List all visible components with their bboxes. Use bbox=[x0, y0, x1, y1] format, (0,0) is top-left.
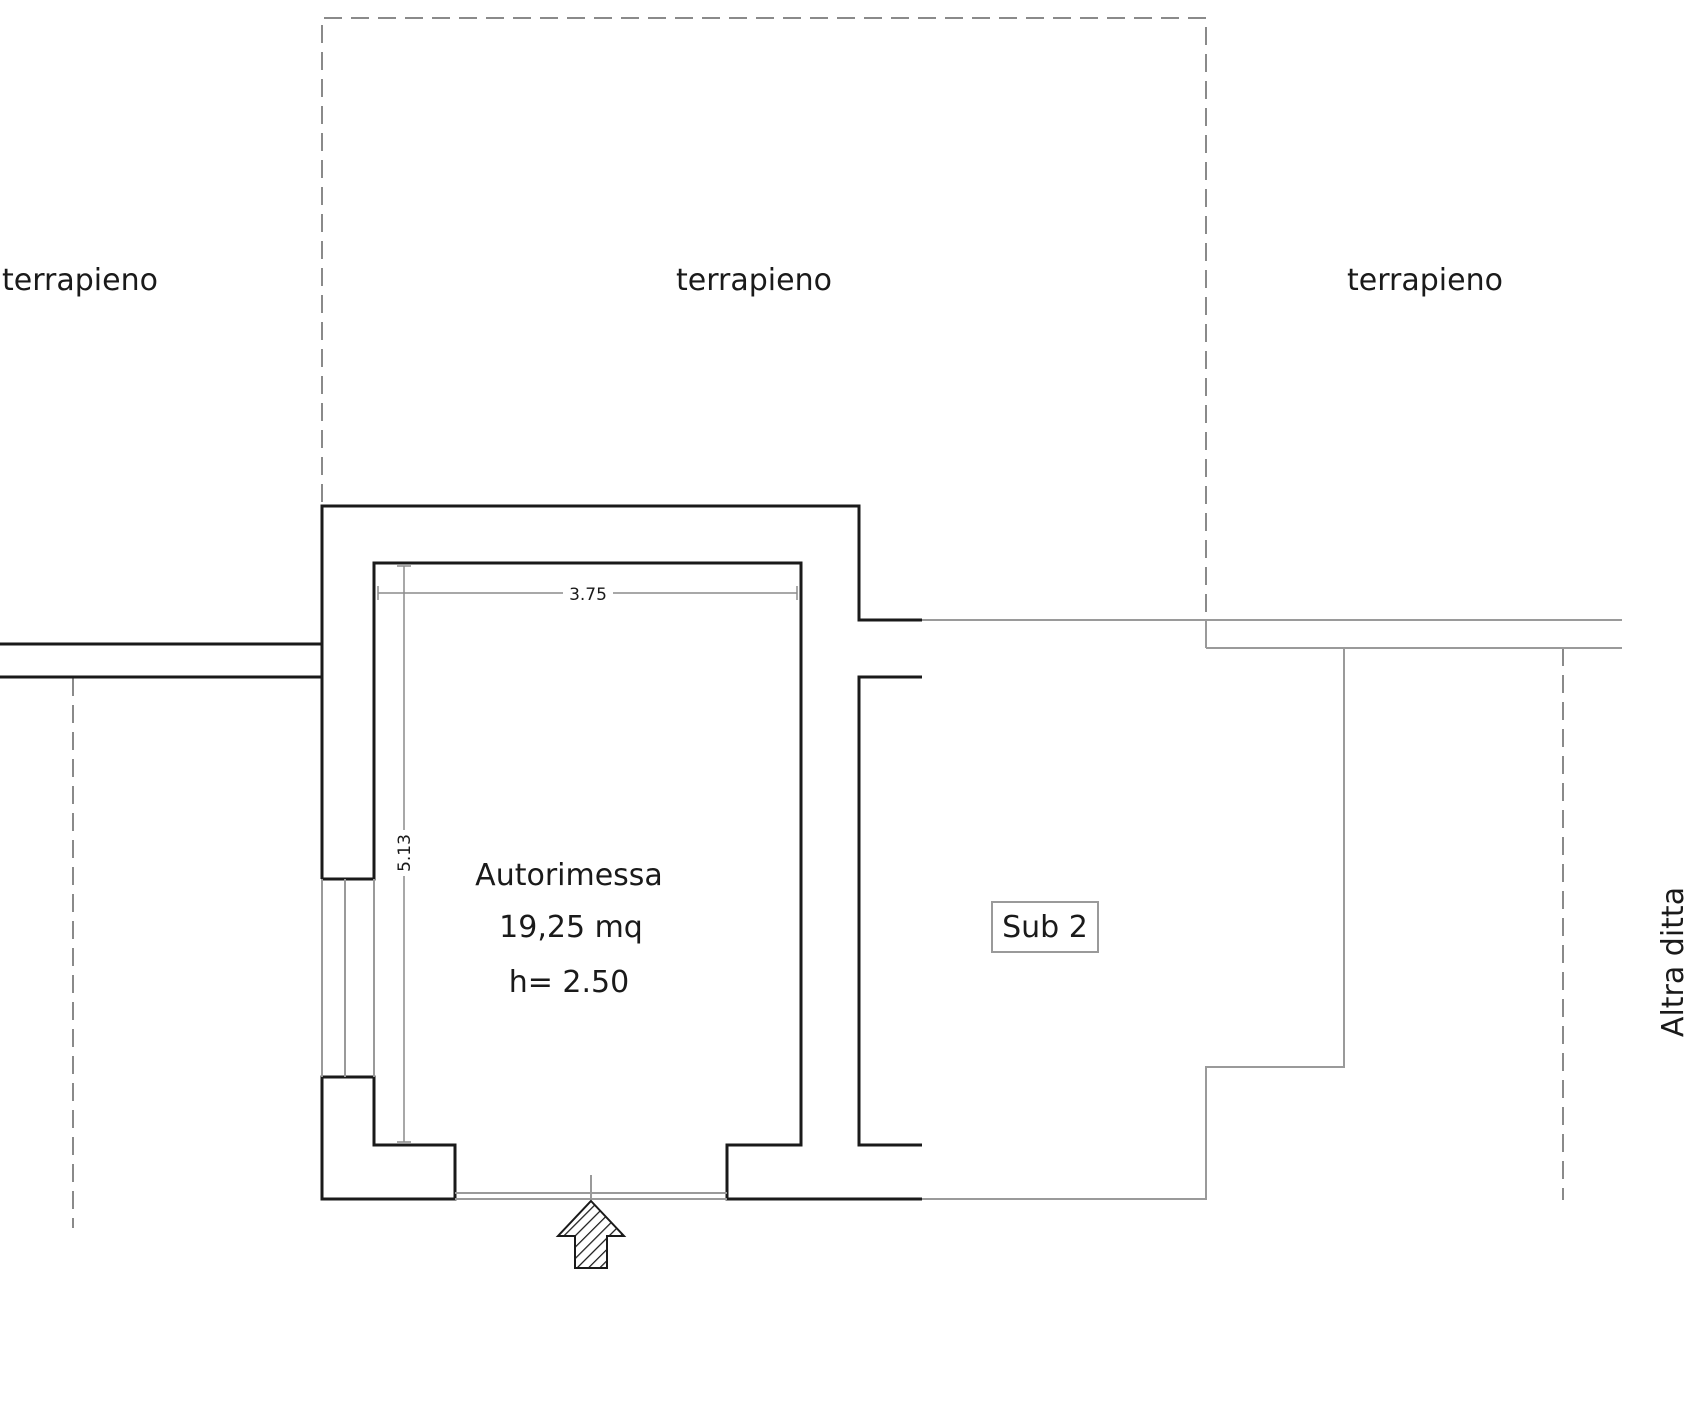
terrain-dashed-boundary bbox=[321, 17, 1207, 648]
garage-bottom-left-wall bbox=[320, 1075, 457, 1201]
dimension-width-label: 3.75 bbox=[569, 585, 607, 605]
garage-right-wall bbox=[857, 675, 922, 1147]
neighbor-label: Altra ditta bbox=[1656, 887, 1691, 1037]
dimension-depth-label-bg bbox=[393, 830, 415, 876]
terrain-label-right: terrapieno bbox=[1347, 263, 1503, 298]
sub2-area-outline bbox=[922, 619, 1622, 1200]
dimension-width-label-bg bbox=[563, 580, 613, 606]
unit-label: Sub 2 bbox=[1002, 910, 1088, 945]
room-name: Autorimessa bbox=[475, 858, 663, 893]
unit-label-box bbox=[991, 901, 1099, 953]
room-height: h= 2.50 bbox=[509, 965, 629, 1000]
dimension-depth-label: 5.13 bbox=[395, 834, 415, 872]
garage-outer-wall bbox=[320, 504, 922, 879]
room-area: 19,25 mq bbox=[499, 910, 643, 945]
garage-inner-wall bbox=[322, 561, 922, 1201]
entrance-arrow-icon bbox=[555, 1199, 627, 1269]
terrain-label-center: terrapieno bbox=[676, 263, 832, 298]
terrain-label-left: terrapieno bbox=[2, 263, 158, 298]
